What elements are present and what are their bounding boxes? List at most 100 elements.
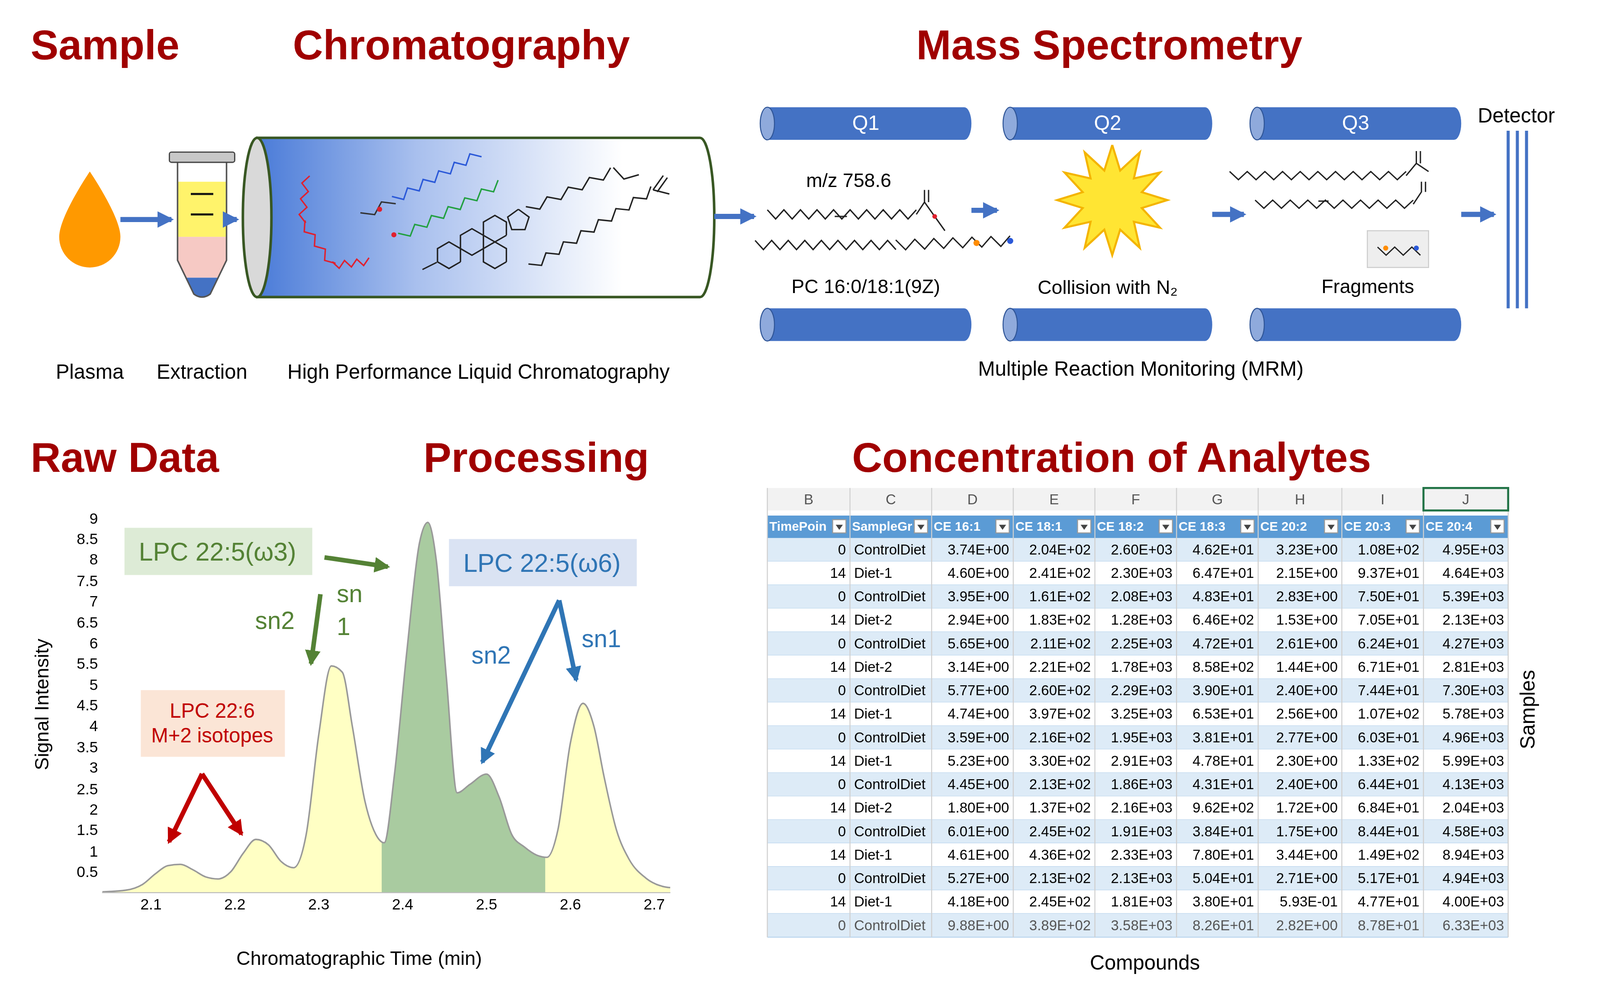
table-cell: 0 — [767, 772, 851, 796]
column-letter: B — [767, 487, 851, 511]
chromatogram-trace — [102, 522, 671, 892]
column-rule — [766, 487, 768, 937]
column-letter: D — [931, 487, 1014, 511]
axis-title: Chromatographic Time (min) — [236, 947, 482, 971]
table-cell: 2.61E+00 — [1258, 631, 1342, 656]
tick-label: 2.6 — [559, 894, 582, 913]
table-cell: 1.08E+02 — [1341, 537, 1424, 562]
table-cell: 1.75E+00 — [1258, 819, 1342, 843]
table-cell: 2.56E+00 — [1258, 702, 1342, 726]
column-letter: E — [1013, 487, 1096, 511]
table-cell: ControlDiet — [850, 772, 932, 796]
tick-label: 6.5 — [76, 612, 98, 631]
table-cell: Diet-1 — [850, 889, 932, 914]
column-letter: G — [1176, 487, 1259, 511]
table-row — [767, 866, 1509, 890]
section-title: Processing — [423, 432, 649, 483]
tick-label: 1.5 — [76, 820, 98, 839]
node-text: LPC 22:5(ω6) — [463, 546, 623, 578]
leader-arrow — [202, 773, 242, 834]
table-row — [767, 631, 1509, 656]
quadrupole-face — [1002, 107, 1018, 140]
table-cell: 5.99E+03 — [1423, 748, 1509, 773]
table-cell: 2.45E+02 — [1013, 819, 1096, 843]
column-letter: J — [1423, 487, 1509, 511]
table-cell: 1.80E+00 — [931, 796, 1014, 820]
oxygen-dot — [932, 214, 938, 219]
tick-label: 0.5 — [76, 862, 98, 881]
table-cell: 5.77E+00 — [931, 678, 1014, 702]
table-cell: 4.61E+00 — [931, 842, 1014, 867]
molecule-chain — [528, 186, 651, 266]
molecule-chain — [755, 240, 896, 250]
node-text: Fragments — [1321, 275, 1414, 299]
molecule-chain — [1255, 199, 1414, 209]
table-cell: 2.30E+03 — [1095, 561, 1177, 585]
flow-arrow — [120, 216, 172, 222]
oxygen-dot — [391, 232, 397, 238]
table-cell: 1.33E+02 — [1341, 748, 1424, 773]
table-cell: ControlDiet — [850, 584, 932, 608]
section-title: Chromatography — [292, 20, 630, 71]
selected-column-marker — [1423, 487, 1509, 511]
table-cell: 4.31E+01 — [1176, 772, 1259, 796]
quadrupole-stage: Q3Fragments — [1249, 102, 1462, 345]
collision-star — [1057, 144, 1168, 256]
node-text: PC 16:0/18:1(9Z) — [791, 275, 941, 299]
table-cell: 2.13E+02 — [1013, 772, 1096, 796]
table-cell: 2.83E+00 — [1258, 584, 1342, 608]
table-cell: 2.91E+03 — [1095, 748, 1177, 773]
tick-label: 5.5 — [76, 654, 98, 673]
nitrogen-dot — [1007, 237, 1014, 245]
table-cell: 6.71E+01 — [1341, 655, 1424, 679]
table-cell: 4.13E+03 — [1423, 772, 1509, 796]
tick-label: 8.5 — [76, 529, 98, 548]
table-cell: 5.23E+00 — [931, 748, 1014, 773]
table-cell: 1.49E+02 — [1341, 842, 1424, 867]
column-face — [242, 137, 272, 297]
table-cell: 2.15E+00 — [1258, 561, 1342, 585]
table-cell: 14 — [767, 889, 851, 914]
tick-label: 7.5 — [76, 571, 98, 590]
quadrupole-rod — [1002, 107, 1212, 140]
double-bond — [1318, 200, 1329, 202]
table-row — [767, 561, 1509, 585]
table-cell: 14 — [767, 796, 851, 820]
table-cell: 2.04E+02 — [1013, 537, 1096, 562]
table-cell: 2.81E+03 — [1423, 655, 1509, 679]
molecule-chain — [613, 167, 640, 179]
table-cell: 0 — [767, 584, 851, 608]
flow-arrow — [971, 207, 997, 213]
table-cell: ControlDiet — [850, 819, 932, 843]
table-cell: 1.53E+00 — [1258, 608, 1342, 632]
table-cell: 2.16E+02 — [1013, 725, 1096, 749]
column-letter: I — [1341, 487, 1424, 511]
table-cell: 2.29E+03 — [1095, 678, 1177, 702]
table-cell: 4.45E+00 — [931, 772, 1014, 796]
table-cell: 2.45E+02 — [1013, 889, 1096, 914]
table-cell: Diet-2 — [850, 608, 932, 632]
tick-label: 2.5 — [475, 894, 498, 913]
table-cell: 3.80E+01 — [1176, 889, 1259, 914]
column-rule — [1341, 487, 1343, 937]
table-cell: 14 — [767, 608, 851, 632]
table-cell: 6.53E+01 — [1176, 702, 1259, 726]
peak-label: sn2 — [255, 606, 295, 636]
table-cell: 4.96E+03 — [1423, 725, 1509, 749]
table-cell: 3.97E+02 — [1013, 702, 1096, 726]
molecule-chain — [525, 167, 611, 210]
tick-label: 1 — [89, 841, 99, 860]
ester-bond — [916, 189, 925, 215]
peak-label: sn 1 — [336, 577, 368, 644]
node-text: High Performance Liquid Chromatography — [287, 359, 670, 384]
table-cell: 3.30E+02 — [1013, 748, 1096, 773]
flow-arrow — [714, 213, 755, 219]
table-cell: 1.07E+02 — [1341, 702, 1424, 726]
steroid-ring — [507, 208, 529, 230]
table-cell: ControlDiet — [850, 913, 932, 937]
table-cell: 4.62E+01 — [1176, 537, 1259, 562]
row-rule — [767, 936, 1509, 938]
column-header: CE 20:2 — [1260, 515, 1308, 538]
